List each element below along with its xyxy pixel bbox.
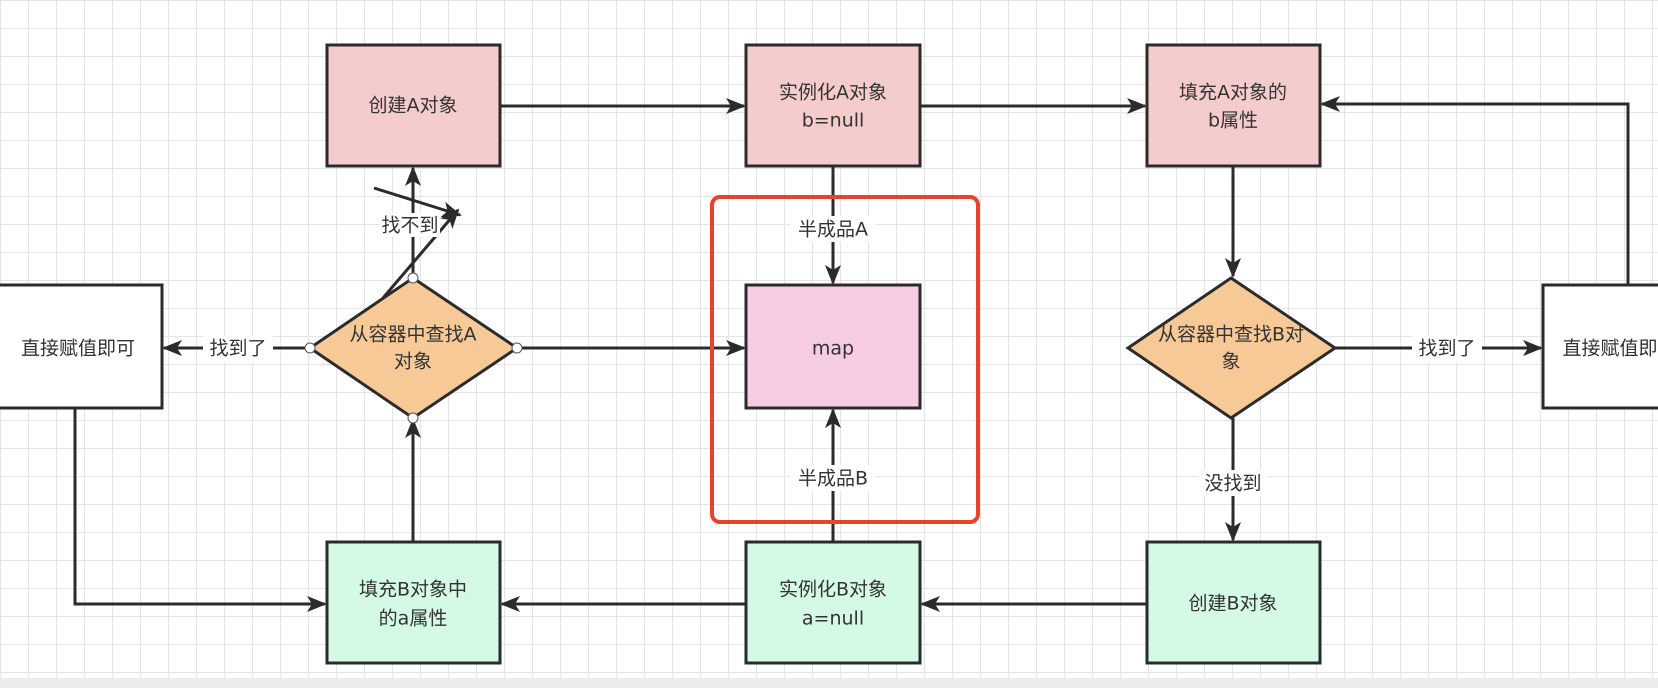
node-map[interactable]: map xyxy=(744,283,922,410)
svg-text:a=null: a=null xyxy=(802,608,864,630)
edge-labels: 找不到 半成品A 半成品B 找到了 找到了 没找到 xyxy=(203,213,1482,496)
label-not-found-b: 没找到 xyxy=(1204,473,1261,495)
cross-out-arrow-2 xyxy=(381,208,460,299)
cross-out-arrow-1 xyxy=(373,186,462,218)
connection-point[interactable] xyxy=(304,342,316,354)
svg-text:实例化A对象: 实例化A对象 xyxy=(779,82,887,104)
svg-text:填充A对象的: 填充A对象的 xyxy=(1179,82,1287,104)
label-found-right: 找到了 xyxy=(1418,338,1475,360)
label-half-a: 半成品A xyxy=(798,219,868,241)
label-found-left: 找到了 xyxy=(209,338,266,360)
svg-text:直接赋值即: 直接赋值即 xyxy=(1562,338,1657,360)
node-fill-b[interactable]: 填充B对象中 的a属性 xyxy=(325,540,502,665)
svg-text:创建B对象: 创建B对象 xyxy=(1188,593,1277,615)
node-create-b[interactable]: 创建B对象 xyxy=(1145,540,1322,665)
bottom-scrollbar-area xyxy=(0,678,1658,688)
svg-text:map: map xyxy=(812,338,854,360)
node-lookup-a[interactable]: 从容器中查找A 对象 xyxy=(304,272,523,424)
edge-assign-right-to-fill-a xyxy=(1320,96,1630,285)
svg-text:对象: 对象 xyxy=(394,351,432,373)
node-instantiate-b[interactable]: 实例化B对象 a=null xyxy=(744,540,922,665)
node-assign-left[interactable]: 直接赋值即可 xyxy=(0,283,164,410)
connection-point[interactable] xyxy=(407,272,419,284)
svg-text:从容器中查找B对: 从容器中查找B对 xyxy=(1158,324,1304,346)
svg-text:实例化B对象: 实例化B对象 xyxy=(779,579,887,601)
svg-text:b=null: b=null xyxy=(802,110,865,132)
svg-text:象: 象 xyxy=(1221,351,1240,373)
svg-text:b属性: b属性 xyxy=(1208,110,1258,132)
svg-text:从容器中查找A: 从容器中查找A xyxy=(350,324,477,346)
connection-point[interactable] xyxy=(511,342,523,354)
svg-text:的a属性: 的a属性 xyxy=(379,608,448,630)
svg-text:直接赋值即可: 直接赋值即可 xyxy=(21,338,135,360)
label-not-found-crossed: 找不到 xyxy=(381,215,438,237)
highlight-frame xyxy=(710,195,980,524)
edge-assign-left-to-fill-b xyxy=(73,408,327,612)
node-create-a[interactable]: 创建A对象 xyxy=(325,43,502,168)
node-assign-right[interactable]: 直接赋值即 xyxy=(1541,283,1658,410)
svg-text:填充B对象中: 填充B对象中 xyxy=(359,579,467,601)
svg-text:创建A对象: 创建A对象 xyxy=(369,95,458,117)
node-lookup-b[interactable]: 从容器中查找B对 象 xyxy=(1125,276,1338,420)
label-half-b: 半成品B xyxy=(798,468,868,490)
node-instantiate-a[interactable]: 实例化A对象 b=null xyxy=(744,43,922,168)
connection-point[interactable] xyxy=(407,412,419,424)
node-fill-a[interactable]: 填充A对象的 b属性 xyxy=(1145,43,1322,168)
